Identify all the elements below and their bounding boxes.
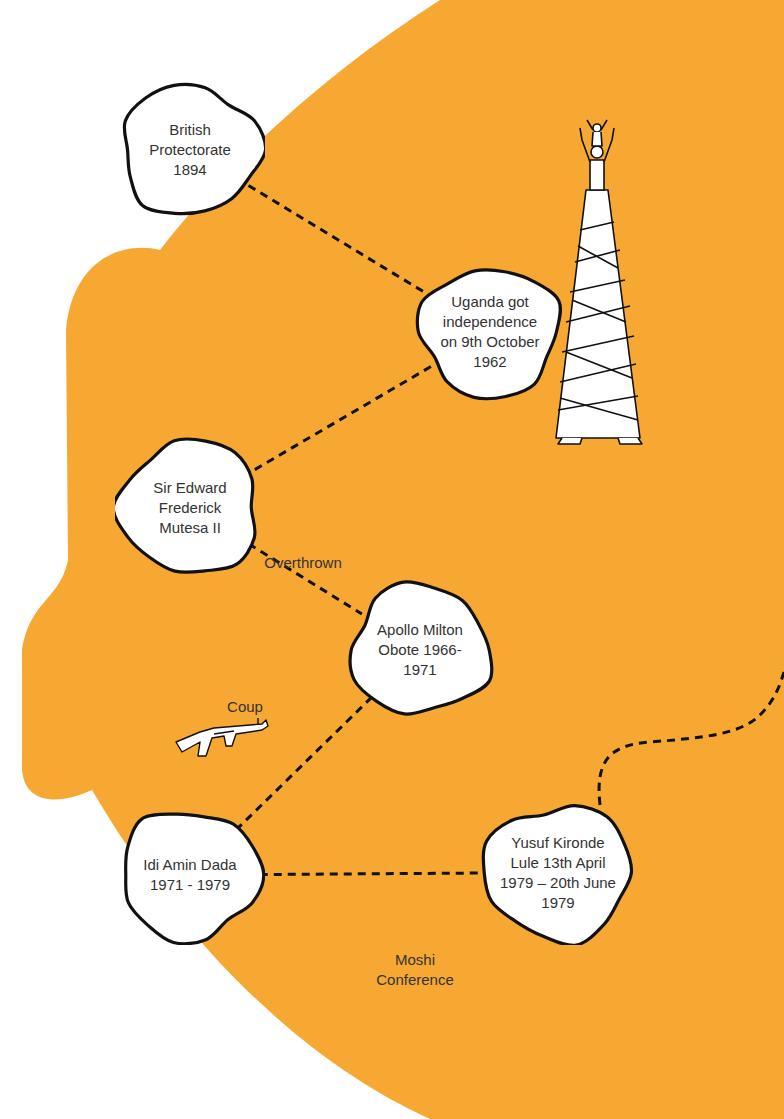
node-text: Sir Edward Frederick Mutesa II xyxy=(140,478,240,538)
blob-path xyxy=(483,806,631,945)
edge-label: Moshi Conference xyxy=(365,950,465,990)
timeline-blob: Idi Amin Dada 1971 - 1979 xyxy=(115,805,265,945)
blob-path xyxy=(350,582,492,714)
node-text: British Protectorate 1894 xyxy=(135,120,245,180)
orange-blob xyxy=(22,0,784,1119)
rifle-icon xyxy=(176,718,268,756)
node-text: Yusuf Kironde Lule 13th April 1979 – 20t… xyxy=(499,833,617,913)
independence-monument xyxy=(556,120,642,444)
dashed-connector xyxy=(249,544,362,614)
blob-outline xyxy=(115,805,265,945)
node-text: Uganda got independence on 9th October 1… xyxy=(435,292,545,372)
dashed-connector xyxy=(248,185,431,296)
timeline-blob: Uganda got independence on 9th October 1… xyxy=(415,262,565,402)
edge-label: Overthrown xyxy=(248,553,358,573)
dashed-tail xyxy=(599,672,784,805)
dashed-connector xyxy=(260,873,484,875)
blob-outline xyxy=(415,262,565,402)
timeline-blob: Yusuf Kironde Lule 13th April 1979 – 20t… xyxy=(478,800,638,945)
blob-path xyxy=(115,439,255,572)
node-text: Apollo Milton Obote 1966-1971 xyxy=(370,620,470,680)
timeline-blob: British Protectorate 1894 xyxy=(115,80,265,220)
blob-path xyxy=(126,814,264,944)
dashed-connector xyxy=(238,697,372,828)
blob-path xyxy=(417,270,560,399)
blob-outline xyxy=(478,800,638,945)
edge-label: Coup xyxy=(200,697,290,717)
dashed-connector xyxy=(250,367,431,473)
node-text: Idi Amin Dada 1971 - 1979 xyxy=(140,855,240,895)
blob-path xyxy=(124,84,265,213)
timeline-blob: Apollo Milton Obote 1966-1971 xyxy=(345,580,495,720)
timeline-blob: Sir Edward Frederick Mutesa II xyxy=(115,435,265,580)
